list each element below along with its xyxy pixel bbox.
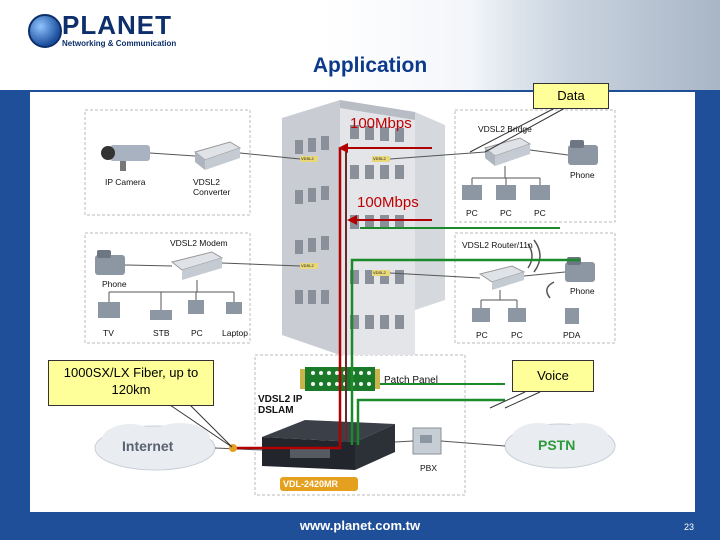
header-photo	[470, 0, 720, 90]
page-title: Application	[312, 54, 428, 77]
model-badge	[280, 477, 358, 491]
port-label: VDSL2	[301, 156, 314, 161]
port-tag	[300, 156, 318, 162]
label-vdsl2-modem: VDSL2 Modem	[170, 238, 228, 248]
pstn-label: PSTN	[538, 437, 576, 453]
group-box-top-left	[84, 109, 251, 216]
label-stb: STB	[153, 328, 170, 338]
router-icon	[478, 265, 526, 290]
label-vdsl2-bridge: VDSL2 Bridge	[478, 124, 532, 134]
callout-data: Data	[533, 83, 609, 109]
label-pc-3: PC	[534, 208, 546, 218]
port-tag	[300, 263, 318, 269]
pc-icon	[462, 185, 550, 200]
pbx-icon	[412, 427, 442, 455]
callout-pointers	[169, 107, 566, 448]
modem-icon	[170, 251, 224, 280]
label-pbx: PBX	[420, 463, 438, 473]
label-patch-panel: Patch Panel	[384, 375, 438, 386]
label-vdsl2-router: VDSL2 Router/11n	[462, 240, 533, 250]
internet-label: Internet	[122, 438, 174, 454]
label-vdsl2-converter: VDSL2 Converter	[193, 177, 231, 197]
phone-icon	[568, 140, 598, 165]
label-ip-camera: IP Camera	[105, 177, 146, 187]
pc-icon	[472, 308, 579, 324]
label-pc-right-1: PC	[476, 330, 488, 340]
converter-icon	[193, 141, 242, 170]
header-bar: PLANET Networking & Communication	[0, 0, 720, 90]
ip-camera-icon	[101, 145, 150, 171]
label-pc-1: PC	[466, 208, 478, 218]
label-laptop: Laptop	[222, 328, 248, 338]
voice-path-lines	[350, 227, 580, 445]
label-pc-right-2: PC	[511, 330, 523, 340]
port-label: VDSL2	[301, 263, 314, 268]
phone-icon	[95, 250, 125, 275]
port-label: VDSL2	[373, 270, 386, 275]
group-box-top-right	[454, 109, 616, 223]
speed-label-top: 100Mbps	[350, 115, 412, 132]
group-box-mid-left	[84, 232, 251, 344]
speed-label-middle: 100Mbps	[357, 194, 419, 211]
globe-logo-icon	[28, 14, 62, 48]
group-box-mid-right	[454, 232, 616, 344]
port-tag	[372, 156, 390, 162]
callout-voice: Voice	[512, 360, 594, 392]
label-pc-left: PC	[191, 328, 203, 338]
port-tag	[372, 270, 390, 276]
wifi-signal-icon	[527, 239, 555, 299]
dslam-device-icon	[262, 420, 395, 470]
home-devices-icons	[98, 300, 242, 320]
bridge-icon	[483, 137, 532, 166]
callout-fiber: 1000SX/LX Fiber, up to 120km	[48, 360, 214, 406]
footer-url[interactable]: www.planet.com.tw	[299, 518, 421, 533]
label-pda: PDA	[563, 330, 581, 340]
label-tv: TV	[103, 328, 114, 338]
pstn-cloud-icon	[504, 423, 616, 469]
page-number: 23	[684, 522, 695, 532]
label-phone-right: Phone	[570, 286, 595, 296]
label-model: VDL-2420MR	[283, 479, 339, 489]
label-dslam: VDSL2 IP DSLAM	[258, 394, 303, 416]
brand-tagline: Networking & Communication	[62, 39, 177, 48]
label-phone-left: Phone	[102, 279, 127, 289]
port-label: VDSL2	[373, 156, 386, 161]
internet-cloud-icon	[94, 423, 216, 471]
brand-name: PLANET	[62, 10, 172, 40]
label-pc-2: PC	[500, 208, 512, 218]
label-phone-top: Phone	[570, 170, 595, 180]
